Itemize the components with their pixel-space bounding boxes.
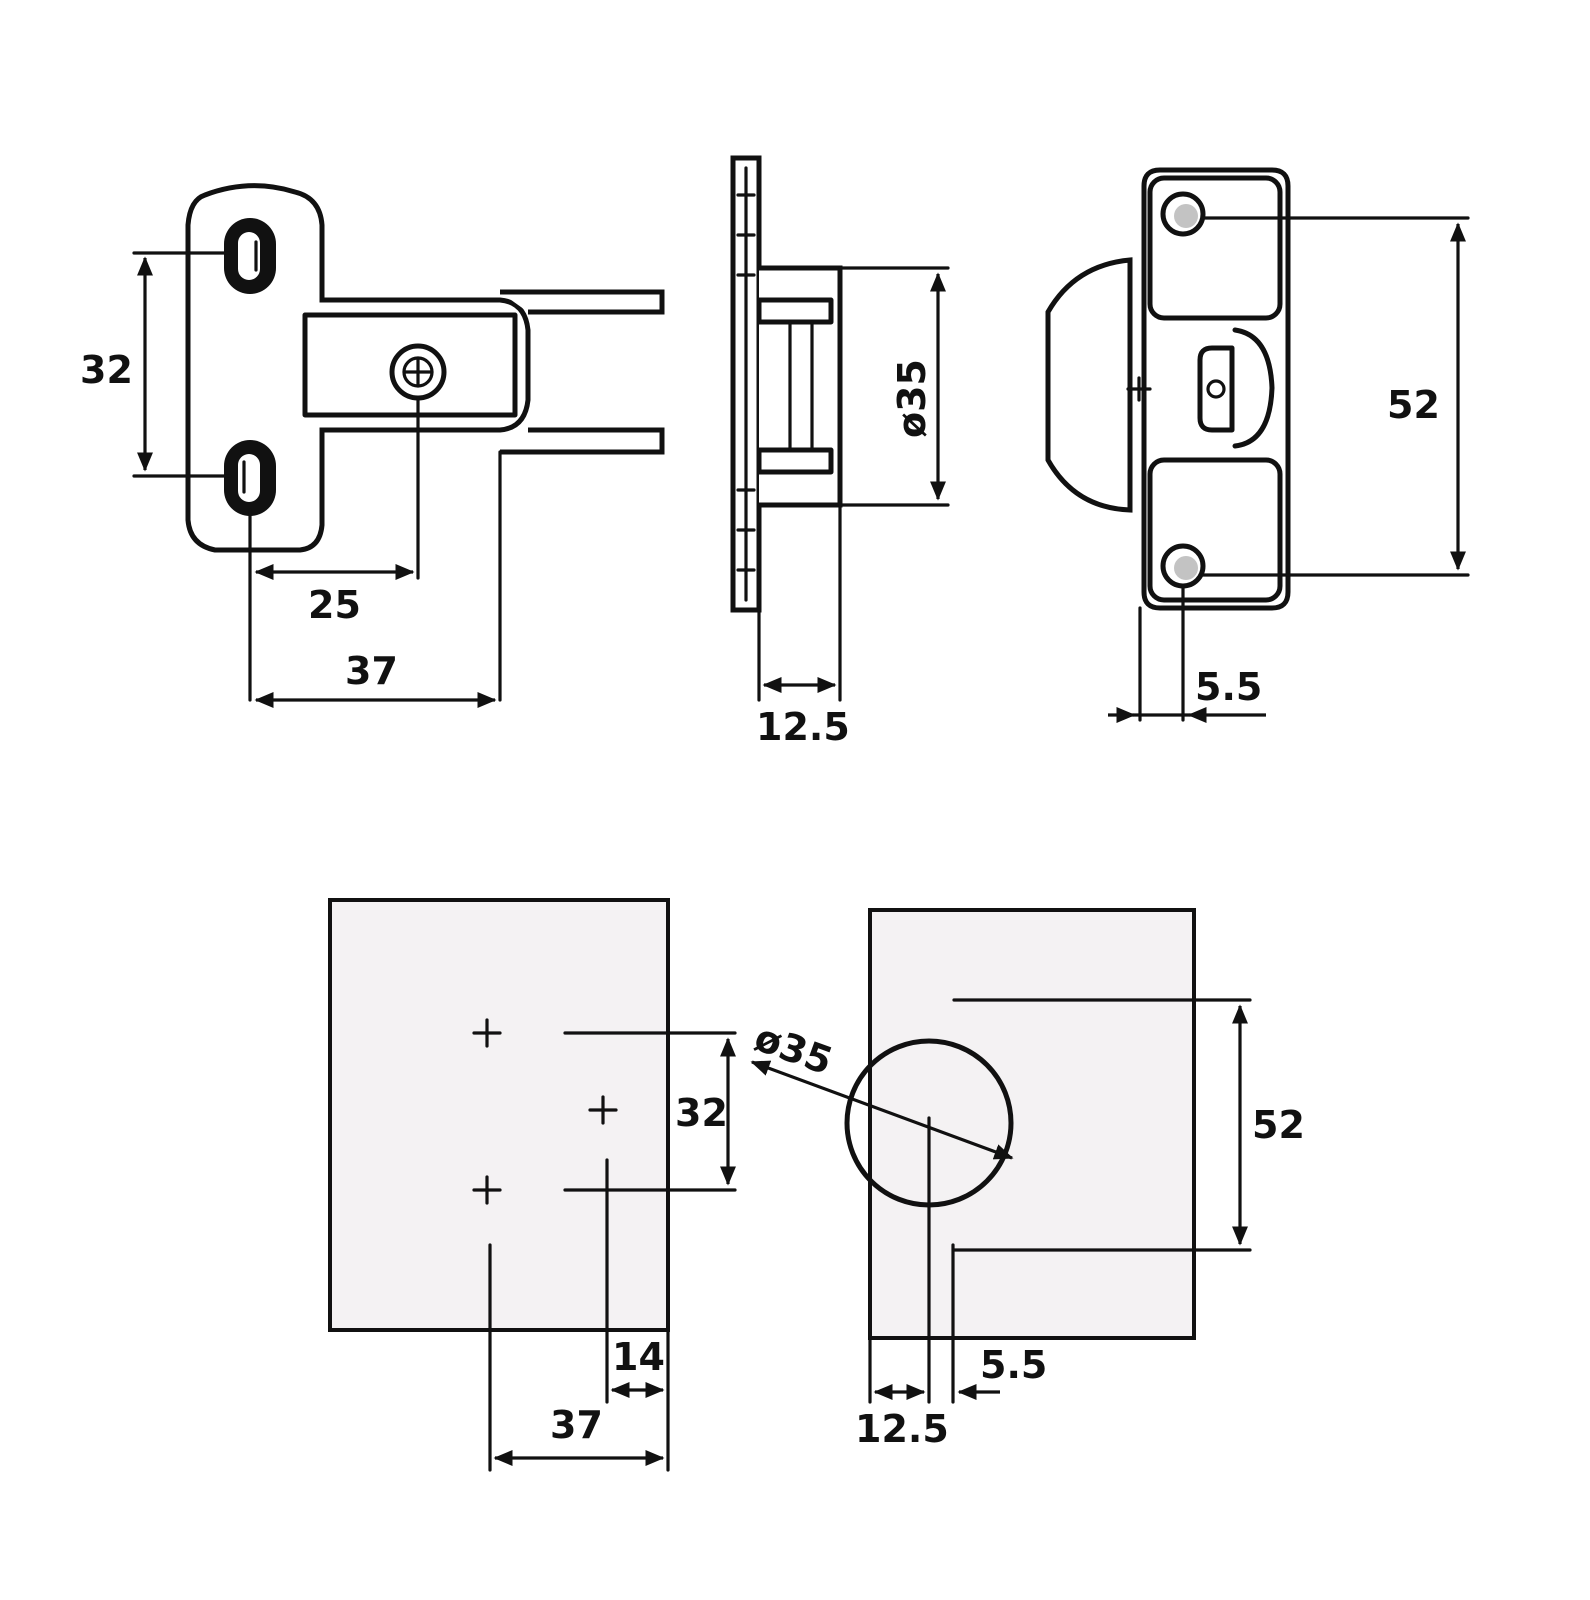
cup-inner-top bbox=[756, 297, 834, 325]
dim-label-25: 25 bbox=[308, 583, 361, 627]
dim-label-plate-52: 52 bbox=[1387, 383, 1440, 427]
door-drilling-view: 32 14 37 bbox=[328, 898, 737, 1472]
dim-label-frame-diameter: ø35 bbox=[749, 1015, 838, 1083]
dim-label-cup-depth: 12.5 bbox=[756, 705, 850, 749]
drill-mark-lower bbox=[472, 1175, 502, 1205]
dim-label-door-37: 37 bbox=[550, 1403, 603, 1447]
mounting-slot-bottom bbox=[224, 440, 276, 516]
frame-panel bbox=[868, 908, 1196, 1340]
plate-lower-block bbox=[1147, 457, 1283, 603]
mounting-slot-top bbox=[224, 218, 276, 294]
dim-label-32: 32 bbox=[80, 348, 133, 392]
dim-label-frame-5-5: 5.5 bbox=[980, 1343, 1047, 1387]
dim-label-frame-52: 52 bbox=[1252, 1103, 1305, 1147]
hinge-cup-side-view: ø35 12.5 bbox=[730, 155, 950, 749]
plate-dome bbox=[1045, 257, 1133, 513]
dim-label-door-14: 14 bbox=[612, 1335, 665, 1379]
drill-mark-upper bbox=[472, 1018, 502, 1048]
hinge-arm-plan-view: 32 25 37 bbox=[80, 183, 665, 708]
dim-line-frame-diameter bbox=[750, 1060, 1014, 1160]
dim-label-door-32: 32 bbox=[675, 1091, 728, 1135]
dim-label-plate-5-5: 5.5 bbox=[1195, 665, 1262, 709]
frame-drilling-view: ø35 52 12.5 5.5 bbox=[749, 908, 1305, 1451]
hinge-arm-extension-bottom bbox=[500, 427, 665, 455]
dim-label-cup-diameter: ø35 bbox=[890, 359, 934, 438]
cup-inner-bottom bbox=[756, 447, 834, 475]
drill-mark-center bbox=[588, 1095, 618, 1125]
plate-screw-hole-top bbox=[1160, 191, 1206, 237]
mounting-plate-view: 52 5.5 bbox=[1045, 167, 1470, 723]
plate-outline bbox=[1141, 167, 1291, 611]
plate-upper-block bbox=[1147, 175, 1283, 321]
plate-clip bbox=[1232, 327, 1275, 449]
door-panel bbox=[328, 898, 670, 1332]
dim-label-37: 37 bbox=[345, 649, 398, 693]
cup-body bbox=[759, 265, 843, 508]
hinge-arm-inner-channel bbox=[302, 312, 518, 418]
plate-center-hole bbox=[1206, 379, 1226, 399]
dim-label-frame-12-5: 12.5 bbox=[855, 1407, 949, 1451]
hinge-arm-extension-top bbox=[500, 289, 665, 315]
